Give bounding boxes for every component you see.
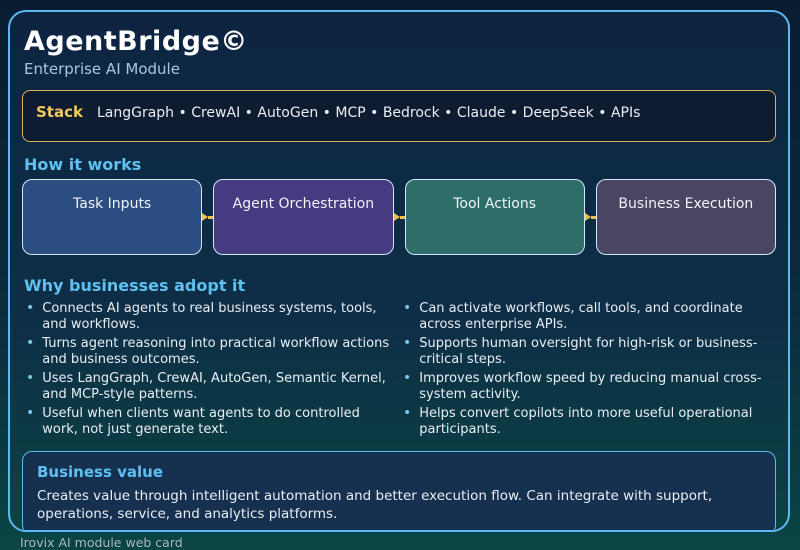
list-item-text: Supports human oversight for high-risk o… [419, 336, 758, 367]
benefits-list-left: Connects AI agents to real business syst… [22, 301, 399, 441]
list-item-text: Can activate workflows, call tools, and … [419, 301, 743, 332]
benefits-columns: Connects AI agents to real business syst… [22, 301, 776, 441]
business-value-panel: Business value Creates value through int… [22, 451, 776, 530]
business-value-text: Creates value through intelligent automa… [37, 488, 713, 522]
list-item-text: Improves workflow speed by reducing manu… [419, 371, 762, 402]
list-item: Turns agent reasoning into practical wor… [26, 336, 393, 368]
flow-step-agent-orchestration: Agent Orchestration [213, 179, 394, 255]
list-item-text: Useful when clients want agents to do co… [42, 406, 360, 437]
list-item: Connects AI agents to real business syst… [26, 301, 393, 333]
list-item: Supports human oversight for high-risk o… [403, 336, 770, 368]
stack-label: Stack [36, 103, 83, 121]
flow-step-label: Agent Orchestration [232, 196, 375, 212]
list-item: Useful when clients want agents to do co… [26, 406, 393, 438]
flow-step-label: Business Execution [618, 196, 754, 212]
flow-step-tool-actions: Tool Actions [404, 179, 585, 255]
business-value-heading: Business value [37, 463, 164, 481]
flow-arrow-icon [584, 179, 596, 255]
list-item: Can activate workflows, call tools, and … [403, 301, 770, 333]
list-item-text: Uses LangGraph, CrewAI, AutoGen, Semanti… [42, 371, 386, 402]
flow-arrow-icon [393, 179, 405, 255]
page-subtitle: Enterprise AI Module [24, 60, 180, 78]
list-item: Uses LangGraph, CrewAI, AutoGen, Semanti… [26, 371, 393, 403]
bullet-icon [26, 336, 34, 368]
flow-step-task-inputs: Task Inputs [22, 179, 203, 255]
bullet-icon [403, 371, 411, 403]
why-heading: Why businesses adopt it [24, 276, 246, 295]
stack-items-text: LangGraph • CrewAI • AutoGen • MCP • Bed… [96, 105, 641, 121]
agentbridge-card: AgentBridge© Enterprise AI Module Stack L… [8, 10, 790, 532]
flow-step-label: Task Inputs [73, 196, 152, 212]
footer-caption: Irovix AI module web card [20, 535, 183, 550]
list-item: Improves workflow speed by reducing manu… [403, 371, 770, 403]
list-item-text: Helps convert copilots into more useful … [419, 406, 753, 437]
stack-panel: Stack LangGraph • CrewAI • AutoGen • MCP … [22, 90, 776, 142]
bullet-icon [403, 301, 411, 333]
bullet-icon [26, 371, 34, 403]
bullet-icon [403, 336, 411, 368]
flow-diagram: Task Inputs Agent Orchestration Tool Act… [22, 179, 776, 255]
how-it-works-heading: How it works [24, 155, 142, 174]
benefits-list-right: Can activate workflows, call tools, and … [399, 301, 776, 441]
list-item-text: Connects AI agents to real business syst… [42, 301, 377, 332]
bullet-icon [26, 406, 34, 438]
bullet-icon [403, 406, 411, 438]
bullet-icon [26, 301, 34, 333]
list-item-text: Turns agent reasoning into practical wor… [42, 336, 390, 367]
page-title: AgentBridge© [24, 26, 248, 57]
flow-step-business-execution: Business Execution [595, 179, 776, 255]
flow-step-label: Tool Actions [453, 196, 537, 212]
list-item: Helps convert copilots into more useful … [403, 406, 770, 438]
flow-arrow-icon [202, 179, 214, 255]
